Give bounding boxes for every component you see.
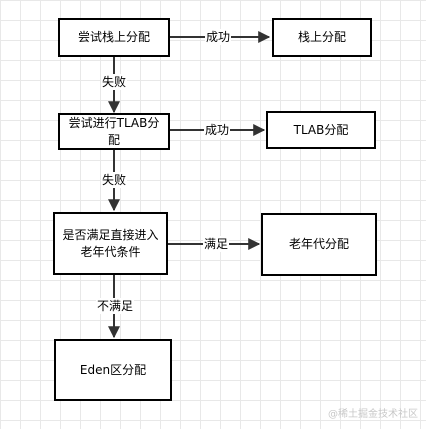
node-tlab-alloc-label: TLAB分配 xyxy=(293,122,349,137)
edge-label-cond-yes: 满足 xyxy=(203,236,230,252)
node-tlab-alloc: TLAB分配 xyxy=(266,111,376,149)
edge-label-stack-success: 成功 xyxy=(205,29,232,45)
watermark: @稀土掘金技术社区 xyxy=(328,409,418,420)
node-stack-alloc: 栈上分配 xyxy=(272,18,372,57)
edge-label-tlab-fail: 失败 xyxy=(101,172,128,188)
node-check-direct-old-gen: 是否满足直接进入老年代条件 xyxy=(53,212,168,275)
node-old-gen-alloc: 老年代分配 xyxy=(261,213,377,276)
node-stack-alloc-label: 栈上分配 xyxy=(297,30,346,44)
node-check-direct-old-gen-label: 是否满足直接进入老年代条件 xyxy=(62,227,159,259)
node-eden-alloc-label: Eden区分配 xyxy=(79,362,147,377)
edge-label-tlab-success: 成功 xyxy=(204,122,231,138)
node-try-stack-alloc-label: 尝试栈上分配 xyxy=(77,30,150,44)
node-try-tlab-alloc-label: 尝试进行TLAB分配 xyxy=(68,115,160,147)
node-try-stack-alloc: 尝试栈上分配 xyxy=(58,18,170,57)
edge-label-cond-no: 不满足 xyxy=(96,298,135,314)
edge-label-stack-fail: 失败 xyxy=(101,74,128,90)
node-try-tlab-alloc: 尝试进行TLAB分配 xyxy=(58,113,170,150)
node-eden-alloc: Eden区分配 xyxy=(54,339,172,401)
node-old-gen-alloc-label: 老年代分配 xyxy=(288,237,349,251)
